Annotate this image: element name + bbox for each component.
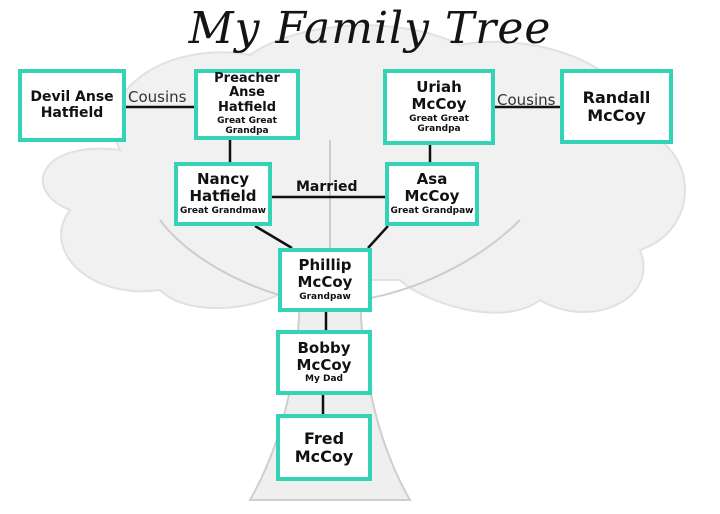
person-first-name: Devil Anse (30, 88, 114, 105)
person-uriah-mccoy: Uriah McCoy Great Great Grandpa (383, 69, 495, 145)
person-last-name: Hatfield (217, 99, 277, 115)
person-last-name: McCoy (296, 355, 352, 374)
person-first-name: Phillip (298, 256, 352, 275)
person-last-name: McCoy (411, 95, 467, 114)
person-asa-mccoy: Asa McCoy Great Grandpaw (385, 162, 479, 226)
person-nancy-hatfield: Nancy Hatfield Great Grandmaw (174, 162, 272, 226)
person-last-name: McCoy (294, 446, 354, 466)
person-phillip-mccoy: Phillip McCoy Grandpaw (278, 248, 372, 312)
relation-label-cousins-right: Cousins (497, 91, 556, 109)
person-role: Great Grandmaw (180, 205, 266, 216)
person-first-name: Fred (303, 428, 345, 448)
person-last-name: Hatfield (189, 187, 257, 206)
person-first-name: Bobby (297, 338, 351, 357)
person-last-name: Hatfield (40, 104, 104, 121)
person-role: Great Great Grandpa (409, 113, 469, 134)
person-devil-anse-hatfield: Devil Anse Hatfield (18, 69, 126, 142)
relation-label-married: Married (296, 179, 358, 195)
person-preacher-anse-hatfield: Preacher Anse Hatfield Great Great Grand… (194, 69, 300, 140)
person-role: My Dad (305, 374, 343, 385)
person-first-name: Uriah (416, 78, 462, 97)
relation-label-cousins-left: Cousins (128, 88, 187, 106)
person-role: Grandpaw (299, 291, 351, 302)
person-first-name: Preacher Anse (214, 70, 280, 101)
person-bobby-mccoy: Bobby McCoy My Dad (276, 330, 372, 395)
person-last-name: McCoy (587, 105, 646, 125)
person-first-name: Asa (416, 170, 448, 189)
person-first-name: Randall (582, 87, 651, 107)
person-fred-mccoy: Fred McCoy (276, 414, 372, 481)
person-first-name: Nancy (196, 170, 250, 189)
person-last-name: McCoy (404, 187, 460, 206)
page-title: My Family Tree (188, 3, 552, 54)
person-randall-mccoy: Randall McCoy (560, 69, 673, 144)
person-role: Great Grandpaw (390, 205, 474, 216)
person-last-name: McCoy (297, 273, 353, 292)
person-role: Great Great Grandpa (217, 116, 277, 137)
